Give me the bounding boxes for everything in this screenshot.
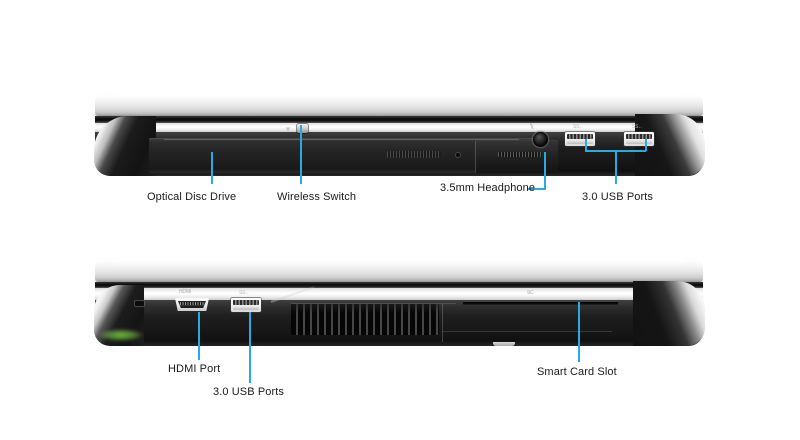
silver-deck-strip	[95, 123, 703, 132]
security-lock-slot[interactable]	[135, 301, 144, 306]
laptop-right-side-view: ▼ ⑊ SS← SS←	[94, 92, 705, 180]
usb-port-contacts	[626, 134, 652, 139]
laptop-left-side-view: HDMI SS← SC	[94, 257, 705, 349]
lid-highlight	[113, 258, 685, 265]
usb-port-contacts	[567, 134, 593, 139]
label-usb-ports-bottom: 3.0 USB Ports	[213, 386, 284, 398]
optical-drive-vent	[387, 151, 441, 158]
label-optical-disc-drive: Optical Disc Drive	[147, 191, 237, 203]
chassis-left-corner	[94, 116, 156, 176]
leader-smart-card-slot	[578, 302, 580, 362]
smart-card-slot[interactable]	[463, 301, 618, 305]
usb-port-tongue	[626, 140, 652, 144]
wireless-antenna-icon: ▼	[284, 125, 292, 134]
usb-port-contacts	[233, 300, 259, 305]
label-headphone-jack: 3.5mm Headphone	[440, 182, 536, 194]
laptop-lid	[95, 92, 703, 116]
optical-drive-slot-line	[164, 139, 519, 140]
leader-usb-ports-bottom	[249, 312, 251, 383]
leader-wireless-switch	[300, 125, 302, 184]
leader-optical-disc-drive	[211, 152, 213, 184]
label-usb-ports-top: 3.0 USB Ports	[582, 191, 653, 203]
battery-panel-seam	[442, 304, 443, 342]
usb-port-1[interactable]	[565, 132, 595, 146]
ventilation-grille	[291, 304, 439, 335]
lid-base-seam	[95, 282, 703, 288]
hdmi-marking: HDMI	[179, 289, 191, 295]
leader-headphone-jack-elbow	[527, 188, 546, 190]
optical-disc-drive[interactable]	[149, 138, 534, 173]
usb-ss-marking: SS←	[632, 124, 644, 130]
optical-drive-eject-button[interactable]	[456, 153, 460, 157]
leader-usb-1-top	[585, 139, 587, 151]
wireless-switch[interactable]	[297, 124, 308, 133]
label-wireless-switch: Wireless Switch	[277, 191, 357, 203]
usb-port-3[interactable]	[231, 298, 261, 312]
leader-headphone-jack	[544, 152, 546, 188]
green-reflection-accent	[99, 329, 143, 341]
chassis-foot	[493, 342, 515, 346]
chassis-panel-seam	[291, 303, 456, 304]
leader-usb-stem-top	[615, 150, 617, 184]
label-hdmi-port: HDMI Port	[168, 363, 221, 375]
battery-panel-bottom-seam	[442, 331, 612, 332]
chassis-right-corner	[633, 281, 705, 346]
silver-deck-strip	[95, 288, 703, 300]
vent-shading	[291, 304, 439, 335]
usb-ss-marking: SS←	[239, 290, 251, 296]
usb-port-2[interactable]	[624, 132, 654, 146]
hdmi-port-pins	[180, 302, 204, 305]
label-smart-card-slot: Smart Card Slot	[537, 366, 617, 378]
headphone-icon: ⑊	[529, 121, 535, 131]
usb-port-tongue	[567, 140, 593, 144]
laptop-lid	[95, 257, 703, 282]
usb-ss-marking: SS←	[573, 124, 585, 130]
lid-highlight	[113, 93, 685, 100]
usb-port-tongue	[233, 306, 259, 310]
hdmi-port[interactable]	[175, 298, 209, 311]
lid-base-seam	[95, 116, 703, 123]
smartcard-marking: SC	[527, 290, 534, 296]
leader-usb-2-top	[645, 139, 647, 151]
leader-hdmi-port	[198, 312, 200, 360]
optical-drive-tray-grip	[498, 152, 542, 157]
headphone-jack[interactable]	[533, 132, 548, 147]
